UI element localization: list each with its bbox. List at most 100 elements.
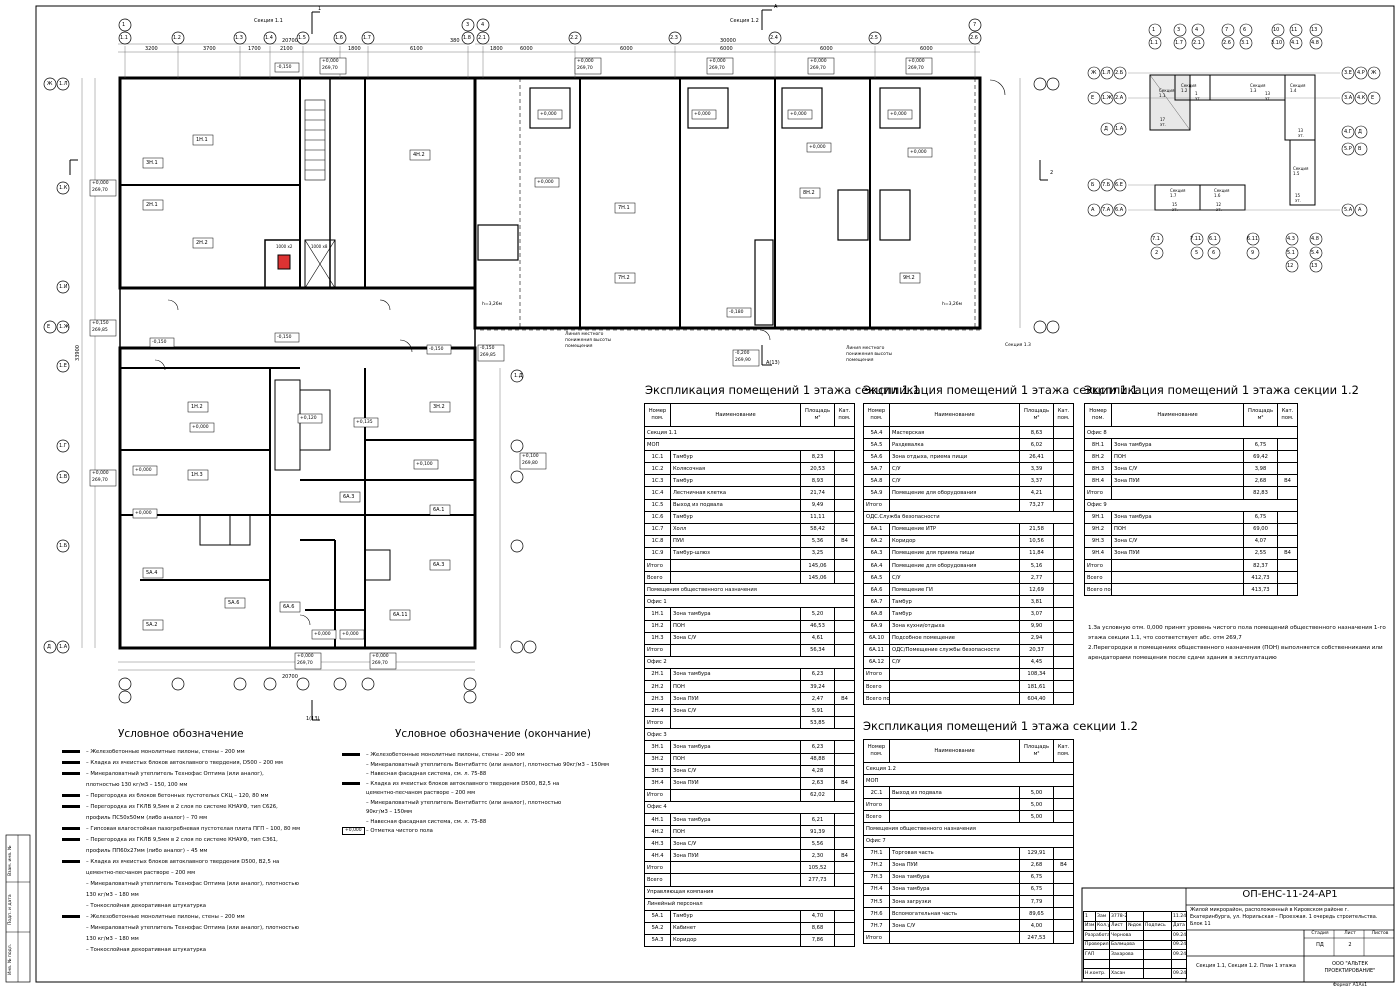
table-row: Офис 7	[863, 834, 1074, 848]
table-cell: Тамбур	[889, 595, 1020, 609]
table-cell	[670, 788, 801, 802]
room-label: 2Н.2	[196, 240, 208, 246]
table-cell	[1053, 438, 1074, 452]
table-cell: 5А.4	[863, 425, 890, 440]
table-cell: В4	[834, 776, 855, 790]
table-cell: 1С.3	[644, 474, 671, 488]
table-cell: 9Н.2	[1084, 522, 1112, 536]
room-label: 6А.1	[433, 507, 445, 513]
table-section-cell: Офис 4	[644, 800, 855, 815]
key-axis: 5	[1195, 250, 1199, 256]
room-label: 6А.6	[283, 604, 295, 610]
cut-mark: 2	[1050, 170, 1054, 176]
table-cell: 277,73	[800, 873, 835, 887]
key-axis: 7.11	[1190, 236, 1202, 242]
table-row: МОП	[863, 774, 1074, 788]
legend-item: – Железобетонные монолитные пилоны, стен…	[86, 914, 245, 920]
table-cell	[1277, 534, 1298, 548]
axis-label: Е	[47, 324, 51, 330]
table-section-cell: ОДС.Служба безопасности	[863, 510, 1074, 524]
table-cell: 1Н.2	[644, 619, 671, 633]
axis-label: 1.Ж	[59, 324, 70, 330]
table-cell: Выход из подвала	[670, 498, 801, 512]
axis-label: 1.Г	[59, 443, 67, 449]
key-row: А	[1091, 207, 1095, 213]
key-section-name: Секция 1.1	[1159, 88, 1175, 98]
table-cell: 6А.8	[863, 607, 890, 621]
table-cell: 8Н.4	[1084, 474, 1112, 488]
table-cell: 8Н.2	[1084, 450, 1112, 464]
key-axis: 4.1	[1291, 40, 1299, 46]
key-axis: 4.3	[1287, 236, 1295, 242]
axis-label: 2.5	[870, 35, 878, 41]
axis-label: 1.Л	[59, 81, 68, 87]
table-section-cell: МОП	[863, 774, 1074, 788]
table-cell: Итого	[863, 931, 890, 945]
table-cell	[834, 546, 855, 561]
cut-mark: А(13)	[766, 360, 780, 366]
elevation-mark: +0,000	[314, 632, 331, 637]
key-axis: 1.7	[1175, 40, 1183, 46]
table-cell	[1053, 522, 1074, 536]
table-title-11b: Экспликация помещений 1 этажа секции 1.1	[863, 383, 1139, 397]
table-cell: 9Н.3	[1084, 534, 1112, 548]
table-cell	[834, 643, 855, 657]
table-cell: 56,34	[800, 643, 835, 657]
table-cell	[834, 607, 855, 621]
table-row: Офис 9	[1084, 498, 1298, 512]
table-cell: 2С.1	[863, 786, 890, 800]
table-cell: 1С.9	[644, 546, 671, 561]
table-cell: Зона С/У	[670, 704, 801, 718]
table-cell	[1053, 798, 1074, 812]
table-cell: 247,53	[1019, 931, 1054, 945]
table-cell	[1053, 919, 1074, 933]
dimension-overall: 20700	[282, 674, 298, 680]
table-cell: Зона тамбура	[670, 740, 801, 754]
key-plan-graphics	[1087, 23, 1381, 273]
dimension: 380	[450, 38, 460, 44]
table-cell	[1053, 425, 1074, 440]
table-cell: Зона кухни/отдыха	[889, 619, 1020, 633]
stamp-cell: Дата	[1171, 920, 1187, 931]
table-cell	[1277, 559, 1298, 573]
table-cell: 2,68	[1019, 858, 1054, 872]
table-cell: Зона отдыха, приема пищи	[889, 450, 1020, 464]
section-label-12: Секция 1.2	[730, 18, 759, 24]
table-cell	[1053, 643, 1074, 657]
table-cell: 5,20	[800, 607, 835, 621]
table-cell: Кабинет	[670, 921, 801, 935]
table-cell	[1053, 846, 1074, 860]
legend2-list: – Железобетонные монолитные пилоны, стен…	[342, 751, 632, 841]
key-axis: 3.10	[1271, 40, 1283, 46]
elevation-mark: +0,000	[342, 632, 359, 637]
dimension: 3200	[145, 46, 158, 52]
table-cell	[1053, 450, 1074, 464]
key-section-name: Секция 1.5	[1293, 166, 1309, 176]
table-cell: С/У	[889, 655, 1020, 669]
table-cell	[1053, 692, 1074, 706]
key-section-name: Секция 1.7	[1170, 188, 1186, 198]
table-section-cell: Офис 9	[1084, 498, 1298, 512]
table-cell	[1277, 486, 1298, 500]
table-cell: 1С.8	[644, 534, 671, 548]
table-cell: Лестничная клетка	[670, 486, 801, 500]
table-cell: ПОН	[670, 619, 801, 633]
table-header: Наименование	[889, 403, 1020, 427]
table-cell	[834, 631, 855, 645]
table-cell	[1277, 522, 1298, 536]
stamp-person: Чернова	[1109, 930, 1144, 941]
stamp-signature	[1143, 939, 1172, 950]
table-cell: В4	[834, 534, 855, 548]
key-axis: 2	[1155, 250, 1159, 256]
table-cell: Всего	[644, 571, 671, 585]
